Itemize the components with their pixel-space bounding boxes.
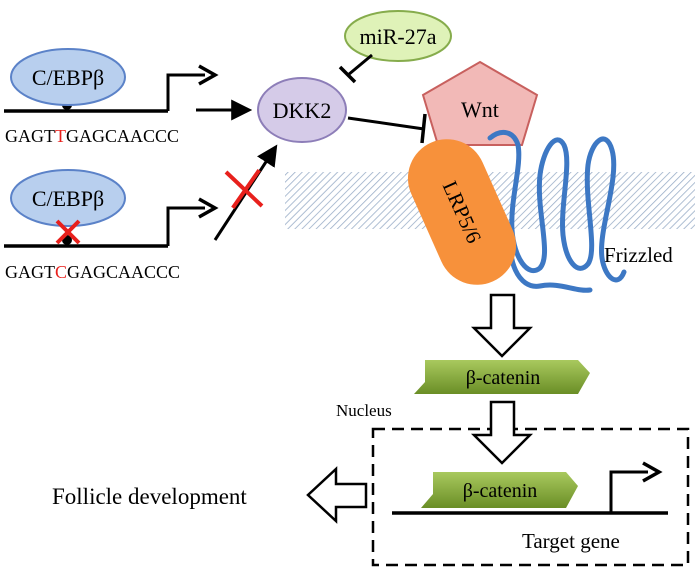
- cebpb-label-bottom: C/EBPβ: [32, 186, 104, 211]
- sequence-bottom: GAGTCGAGCAACCC: [5, 262, 180, 282]
- inhibit-dkk2-lrp: [347, 113, 427, 144]
- dkk2-label: DKK2: [273, 98, 332, 123]
- target-gene-label: Target gene: [522, 529, 620, 553]
- follicle-label: Follicle development: [52, 484, 247, 509]
- bcat-shape-nuc: [421, 472, 578, 508]
- bcat-shape-cyto: [414, 360, 590, 394]
- hollow-arrow-down-2: [470, 400, 534, 465]
- lrp-receptor: LRP5/6: [407, 139, 517, 285]
- cebpb-oval-bottom: [10, 169, 126, 227]
- hollow-arrow-left: [306, 466, 368, 524]
- mirna-label: miR-27a: [360, 24, 437, 49]
- target-gene-promoter: [392, 461, 668, 515]
- mirna-oval: [344, 10, 452, 62]
- wnt-label: Wnt: [461, 97, 499, 122]
- frizzled-label: Frizzled: [604, 243, 673, 267]
- hollow-arrow-down-1: [470, 293, 534, 358]
- cebpb-oval-top: [10, 48, 126, 106]
- nucleus-label: Nucleus: [336, 401, 392, 420]
- promoter-top: C/EBPβ GAGTTGAGCAACCC: [4, 48, 219, 146]
- inhibit-mirna-dkk2: [338, 53, 373, 84]
- bcat-label-cyto: β-catenin: [466, 367, 541, 389]
- bcat-label-nuc: β-catenin: [463, 480, 538, 502]
- mutation-cross-icon: [55, 219, 81, 245]
- arrow-blocked-to-dkk2: [213, 144, 278, 241]
- block-cross-icon: [224, 169, 264, 209]
- sequence-top: GAGTTGAGCAACCC: [5, 126, 179, 146]
- nucleus-box: [371, 427, 690, 567]
- dkk2-oval: [257, 77, 347, 143]
- wnt-pentagon: [421, 60, 539, 146]
- promoter-bottom: C/EBPβ GAGTCGAGCAACCC: [4, 169, 219, 282]
- cebpb-label-top: C/EBPβ: [32, 65, 104, 90]
